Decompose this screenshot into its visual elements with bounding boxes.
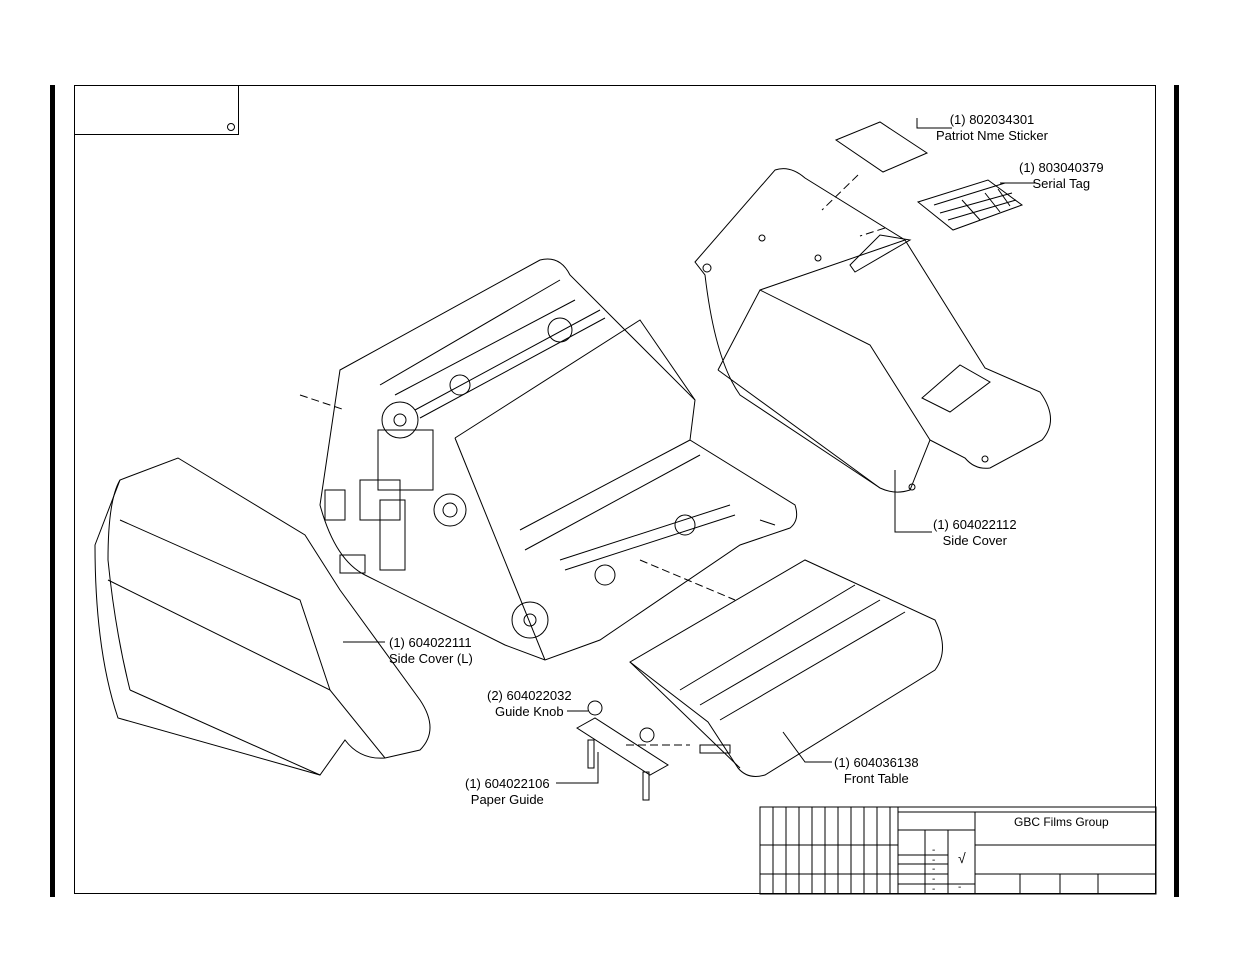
part-name: Side Cover (L)	[389, 651, 473, 666]
part-name: Serial Tag	[1032, 176, 1091, 191]
sticker-part	[821, 118, 952, 211]
paper-guide-part	[556, 717, 669, 801]
part-name: Paper Guide	[470, 792, 544, 807]
part-name: Patriot Nme Sticker	[936, 128, 1048, 143]
left-border-bar	[50, 85, 55, 897]
callout-serial-tag: (1) 803040379 Serial Tag	[1019, 160, 1104, 192]
dash-4: -	[932, 874, 936, 885]
part-number: (1) 803040379	[1019, 160, 1104, 175]
dash-1: -	[932, 845, 936, 856]
part-number: (1) 604036138	[834, 755, 919, 770]
company-name: GBC Films Group	[1014, 815, 1109, 829]
part-number: (1) 802034301	[949, 112, 1035, 127]
revision-box	[74, 85, 239, 135]
part-number: (1) 604022112	[933, 517, 1017, 532]
callout-sticker: (1) 802034301 Patriot Nme Sticker	[936, 112, 1048, 144]
part-name: Side Cover	[942, 533, 1007, 548]
front-table-part	[629, 559, 943, 777]
serial-tag-part	[859, 179, 1035, 237]
part-number: (2) 604022032	[487, 688, 572, 703]
part-number: (1) 604022106	[465, 776, 550, 791]
dash-5: -	[932, 884, 936, 895]
check-mark: √	[958, 850, 966, 866]
machine-body-part	[299, 258, 798, 661]
callout-side-cover: (1) 604022112 Side Cover	[933, 517, 1017, 549]
right-border-bar	[1174, 85, 1179, 897]
side-cover-part	[694, 168, 1051, 533]
callout-paper-guide: (1) 604022106 Paper Guide	[465, 776, 550, 808]
callout-side-cover-l: (1) 604022111 Side Cover (L)	[389, 635, 473, 667]
dash-3: -	[932, 864, 936, 875]
dash-right: -	[958, 882, 962, 893]
part-name: Front Table	[843, 771, 909, 786]
part-name: Guide Knob	[494, 704, 564, 719]
side-cover-l-part	[94, 457, 431, 776]
dash-2: -	[932, 855, 936, 866]
guide-knob-part	[567, 700, 690, 746]
callout-guide-knob: (2) 604022032 Guide Knob	[487, 688, 572, 720]
drawing-frame	[74, 85, 1156, 894]
callout-front-table: (1) 604036138 Front Table	[834, 755, 919, 787]
circle-icon	[227, 123, 235, 131]
part-number: (1) 604022111	[389, 635, 472, 650]
